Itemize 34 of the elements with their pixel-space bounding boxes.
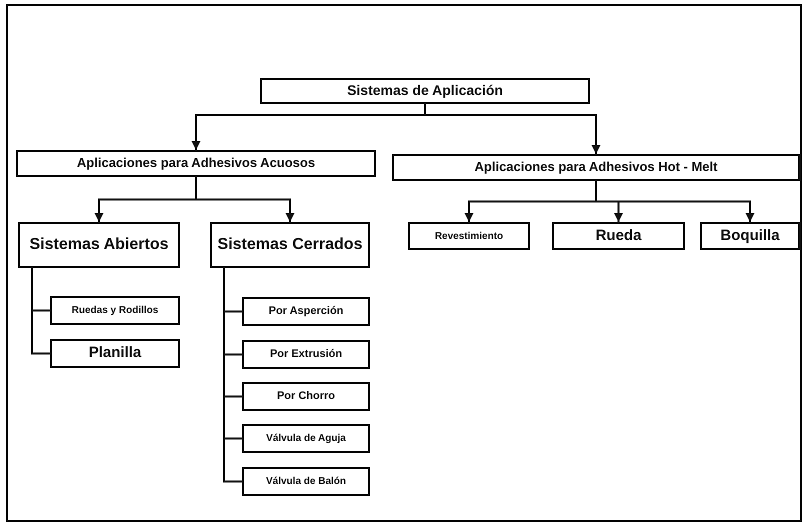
node-label: Válvula de Aguja: [266, 433, 346, 444]
process-box: [242, 340, 370, 369]
node-label: Aplicaciones para Adhesivos Acuosos: [76, 156, 316, 171]
process-box: [242, 424, 370, 453]
arrow: [595, 181, 754, 222]
node-label: Sistemas Abiertos: [29, 236, 168, 254]
connector-line: [31, 268, 50, 354]
process-box: [242, 467, 370, 496]
node-label: Aplicaciones para Adhesivos Hot - Melt: [474, 160, 718, 175]
process-box: [50, 339, 180, 368]
process-box: [18, 222, 180, 268]
process-box: [408, 222, 530, 250]
process-box: [242, 382, 370, 411]
node-label: Por Chorro: [276, 390, 336, 403]
process-box: [50, 296, 180, 325]
node-label: Sistemas Cerrados: [218, 236, 362, 254]
process-box: [700, 222, 800, 250]
connector-line: [223, 268, 242, 482]
node-label: Rueda: [596, 228, 642, 244]
process-box: [552, 222, 685, 250]
node-label: Por Asperción: [268, 305, 344, 318]
node-label: Boquilla: [720, 228, 780, 244]
process-box: [210, 222, 370, 268]
arrow: [195, 177, 294, 222]
process-box: [242, 297, 370, 326]
node-label: Por Extrusión: [270, 348, 342, 361]
process-box: [260, 78, 590, 104]
node-label: Ruedas y Rodillos: [72, 305, 158, 316]
node-label: Planilla: [88, 345, 142, 362]
node-label: Sistemas de Aplicación: [347, 83, 503, 99]
node-label: Válvula de Balón: [266, 476, 346, 487]
process-box: [392, 154, 800, 181]
node-label: Revestimiento: [434, 230, 504, 242]
process-box: [16, 150, 376, 177]
